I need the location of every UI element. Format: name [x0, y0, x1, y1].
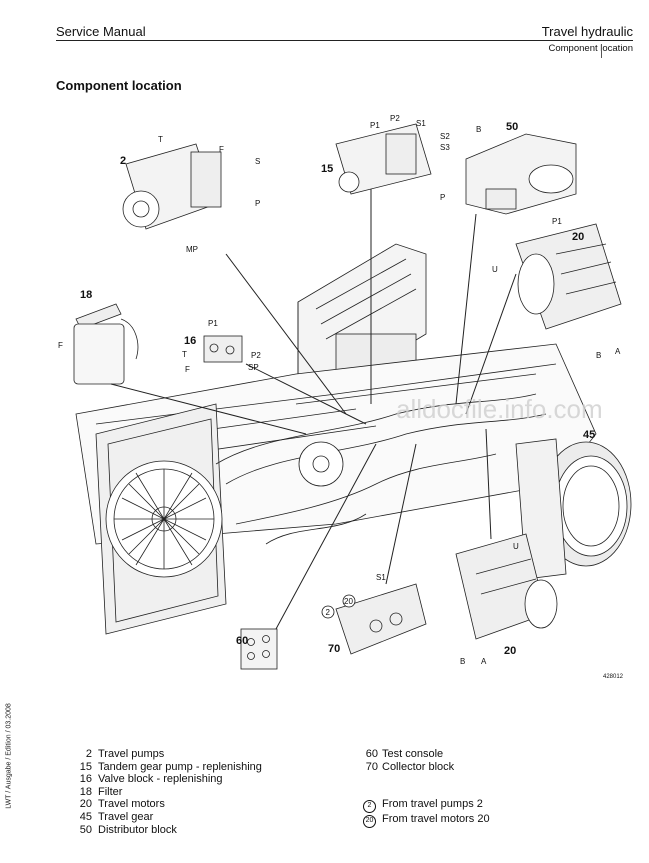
legend-label: Collector block [382, 760, 455, 773]
legend-num: 70 [365, 760, 378, 773]
callout-18: 18 [80, 289, 92, 301]
port-SP-valve16: SP [248, 363, 259, 372]
legend-row: 16 Valve block - replenishing [56, 773, 262, 786]
port-U-motor20b: U [513, 542, 519, 551]
legend-num: 18 [79, 785, 92, 798]
legend-row: 20 Travel motors [56, 798, 262, 811]
legend-label: From travel motors 20 [382, 813, 490, 826]
side-edition-label: LWT / Ausgabe / Edition / 03.2008 [5, 703, 13, 809]
port-S3-pump15: S3 [440, 143, 450, 152]
port-F-filter18: F [58, 341, 63, 350]
header-chapter-title: Travel hydraulic [541, 24, 633, 39]
port-P1-valve16: P1 [208, 319, 218, 328]
legend-row: 50 Distributor block [56, 824, 262, 837]
port-P-pump2: P [255, 199, 260, 208]
port-P2-pump15: P2 [390, 114, 400, 123]
callout-2: 2 [120, 155, 126, 167]
port-F-valve16: F [185, 365, 190, 374]
legend-row: 20 From travel motors 20 [358, 813, 490, 828]
port-S-pump2: S [255, 157, 260, 166]
legend-label: Valve block - replenishing [98, 773, 223, 786]
port-P2-valve16: P2 [251, 351, 261, 360]
legend-num: 16 [79, 773, 92, 786]
section-title: Component location [56, 78, 182, 93]
legend-label: Travel pumps [98, 748, 165, 760]
legend-label: Travel gear [98, 810, 154, 823]
circled-ref-2: 2 [326, 608, 331, 617]
legend-left: 2 Travel pumps 15 Tandem gear pump - reple… [56, 748, 262, 836]
port-S1-block70: S1 [376, 573, 386, 582]
legend-row: 2 Travel pumps [56, 748, 262, 761]
legend-row: 18 Filter [56, 786, 262, 799]
legend-num: 45 [79, 810, 92, 823]
callout-60: 60 [236, 635, 248, 647]
figure-svg: 2 15 50 20 18 16 45 60 70 20 T F S P MP … [58, 114, 632, 670]
legend-num: 50 [79, 823, 92, 836]
header-rule [56, 40, 633, 41]
port-P-block50: P [440, 193, 445, 202]
legend-label: Test console [382, 748, 444, 760]
port-S2-pump15: S2 [440, 132, 450, 141]
legend-label: Travel motors [98, 798, 165, 811]
port-B-block50: B [476, 125, 481, 134]
component-location-figure: 2 15 50 20 18 16 45 60 70 20 T F S P MP … [36, 104, 636, 694]
circled-number: 2 [363, 800, 376, 814]
callout-16: 16 [184, 335, 196, 347]
port-MP-pump2: MP [186, 245, 198, 254]
circled-ref-20-ring [342, 594, 356, 608]
legend-label: Tandem gear pump - replenishing [98, 760, 262, 773]
callout-50: 50 [506, 121, 518, 133]
callout-70: 70 [328, 643, 340, 655]
legend-row: 2 From travel pumps 2 [358, 798, 490, 814]
legend-row: 45 Travel gear [56, 811, 262, 824]
side-edition-text: LWT / Ausgabe / Edition / 03.2008 [4, 686, 14, 826]
header-manual-title: Service Manual [56, 24, 146, 39]
legend-num: 20 [79, 798, 92, 811]
legend-num: 2 [85, 748, 92, 760]
circled-number: 20 [363, 814, 376, 828]
legend-label: Distributor block [98, 823, 177, 836]
port-P1-block50: P1 [552, 217, 562, 226]
callout-15: 15 [321, 163, 333, 175]
port-T-pump2: T [158, 135, 163, 144]
legend-row: 60 Test console [358, 748, 490, 761]
legend-row: 15 Tandem gear pump - replenishing [56, 761, 262, 774]
legend-num: 60 [365, 748, 378, 760]
legend-gap [358, 773, 490, 786]
port-T-valve16: T [182, 350, 187, 359]
callout-45: 45 [583, 429, 595, 441]
port-F-pump2: F [219, 145, 224, 154]
legend-row: 70 Collector block [358, 761, 490, 774]
port-P1-pump15: P1 [370, 121, 380, 130]
header-subtitle: Component location [548, 43, 634, 54]
header-tick [601, 44, 602, 58]
callout-20-top: 20 [572, 231, 584, 243]
port-B-motor20: B [596, 351, 601, 360]
port-A-motor20b: A [481, 657, 487, 666]
legend-label: From travel pumps 2 [382, 798, 483, 811]
circled-ref-20: 20 [344, 597, 353, 606]
port-B-motor20b: B [460, 657, 465, 666]
circled-ref-2-ring [321, 605, 335, 619]
legend-label: Filter [98, 785, 123, 798]
legend-num: 15 [79, 760, 92, 773]
legend-circled-num: 20 [358, 813, 382, 828]
watermark: alldocfile.info.com [396, 394, 603, 424]
machine-drawing [73, 123, 632, 670]
callout-20-bottom: 20 [504, 645, 516, 657]
port-S1-pump15: S1 [416, 119, 426, 128]
port-U-motor20: U [492, 265, 498, 274]
legend-gap [358, 786, 490, 799]
legend-circled-num: 2 [358, 798, 382, 814]
port-A-motor20: A [615, 347, 621, 356]
figure-reference-number: 428012 [603, 674, 624, 680]
